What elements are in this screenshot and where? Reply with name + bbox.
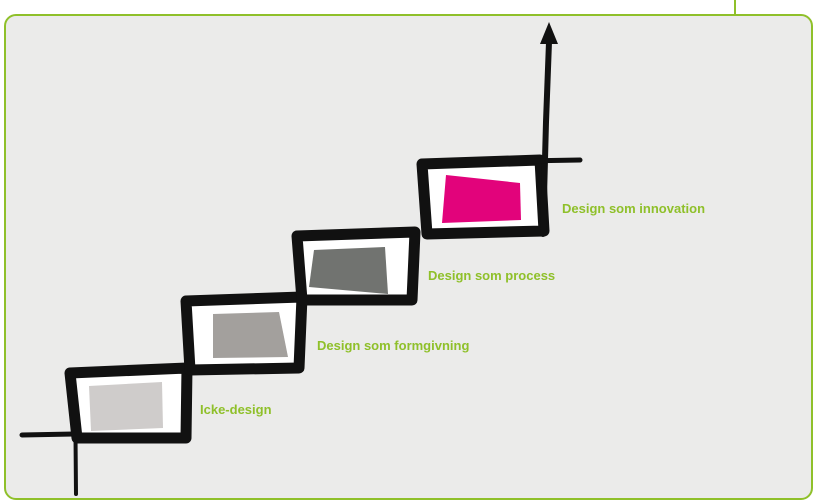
arrowhead-icon xyxy=(540,22,558,44)
step-3-fill xyxy=(309,247,388,294)
step-label-design-som-innovation: Design som innovation xyxy=(562,201,705,216)
baseline-stroke xyxy=(22,434,74,435)
step-label-design-som-process: Design som process xyxy=(428,268,555,283)
horizontal-tick-stroke xyxy=(522,160,580,161)
panel-tab-divider xyxy=(734,0,736,15)
diagram-panel xyxy=(4,14,813,500)
staircase-diagram xyxy=(6,16,813,500)
step-label-icke-design: Icke-design xyxy=(200,402,272,417)
rising-axis-stroke xyxy=(543,42,549,234)
step-1-fill xyxy=(89,382,163,431)
step-label-design-som-formgivning: Design som formgivning xyxy=(317,338,469,353)
step-2-fill xyxy=(213,312,288,358)
step-4-fill xyxy=(442,175,521,223)
